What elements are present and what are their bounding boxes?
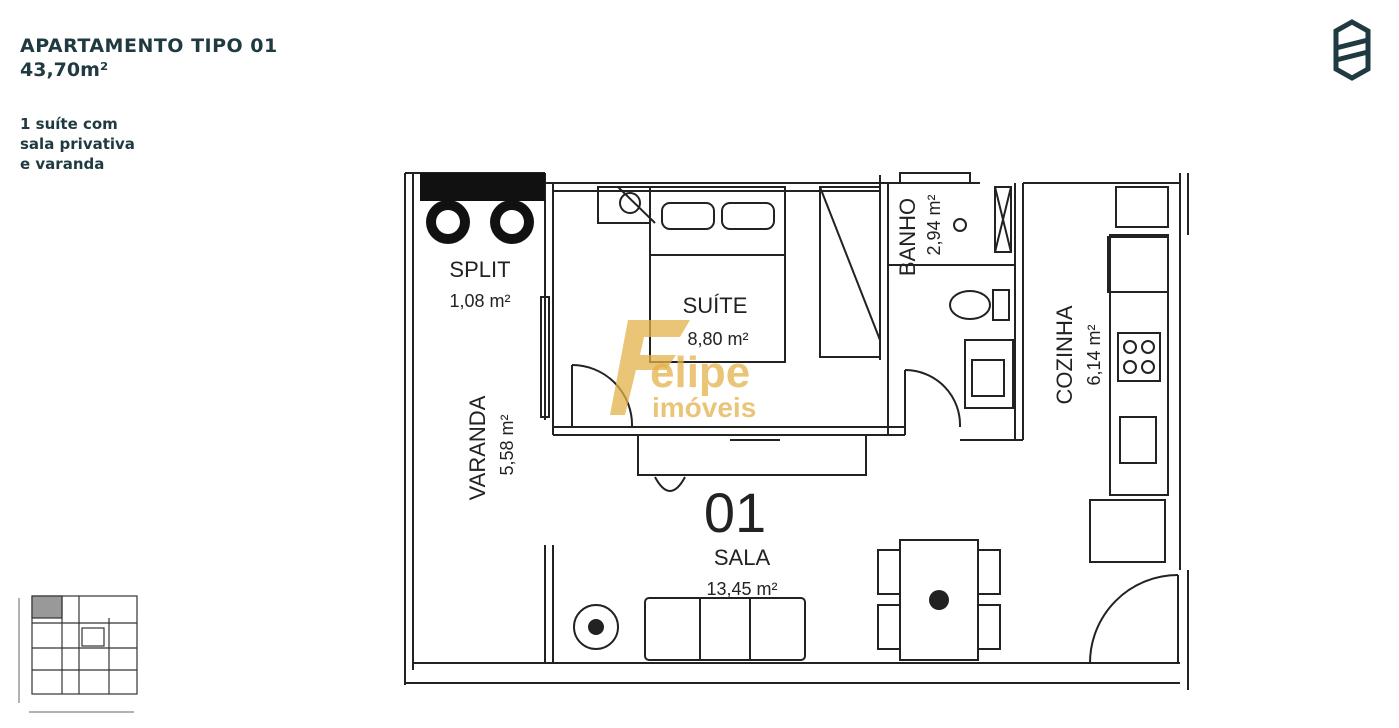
total-area: 43,70m² [20, 59, 109, 81]
floor-plan: SPLIT 1,08 m² SUÍTE 8,80 m² BANHO 2,94 m… [404, 172, 1189, 690]
key-plan-thumbnail [18, 595, 138, 713]
suite-area: 8,80 m² [687, 329, 748, 349]
varanda-label: VARANDA [465, 395, 490, 500]
description-line-3: e varanda [20, 155, 105, 173]
description-line-2: sala privativa [20, 135, 135, 153]
banho-label: BANHO [895, 198, 920, 276]
split-area: 1,08 m² [449, 291, 510, 311]
sala-label: SALA [714, 545, 771, 570]
varanda-area: 5,58 m² [497, 414, 517, 475]
cozinha-area: 6,14 m² [1084, 324, 1104, 385]
split-label: SPLIT [449, 257, 510, 282]
unit-number: 01 [704, 481, 766, 544]
description-line-1: 1 suíte com [20, 115, 118, 133]
sala-area: 13,45 m² [706, 579, 777, 599]
unit-description: 1 suíte com sala privativa e varanda [20, 114, 135, 174]
banho-area: 2,94 m² [924, 194, 944, 255]
plan-title: APARTAMENTO TIPO 01 [20, 35, 278, 57]
brand-logo-icon [1333, 19, 1371, 81]
suite-label: SUÍTE [683, 293, 748, 318]
cozinha-label: COZINHA [1052, 305, 1077, 404]
